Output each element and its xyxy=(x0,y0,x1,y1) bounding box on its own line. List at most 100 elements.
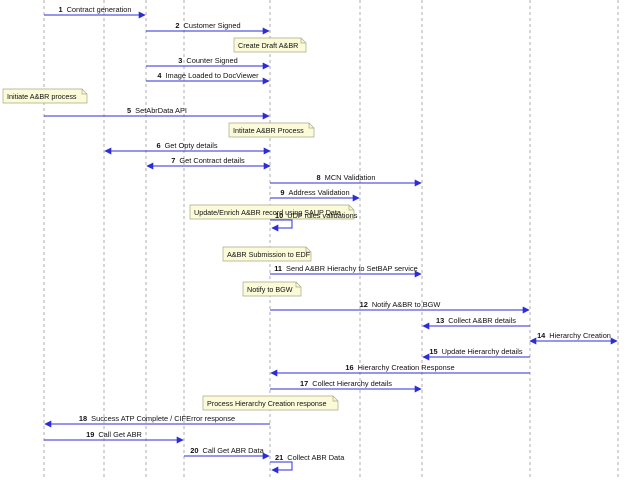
message: 18 Success ATP Complete / CIFError respon… xyxy=(44,414,270,428)
message-label: 9 Address Validation xyxy=(280,188,349,197)
message-number: 21 xyxy=(275,453,283,462)
note-text: Create Draft A&BR xyxy=(238,41,298,50)
notes: Create Draft A&BR Initiate A&BR processIn… xyxy=(2,37,355,411)
message: 1 Contract generation xyxy=(44,5,146,19)
note-box xyxy=(228,122,315,138)
note: Intitate A&BR Process xyxy=(228,122,315,138)
note-text: Process Hierarchy Creation response xyxy=(207,399,326,408)
note: Update/Enrich A&BR record using SAUP Dat… xyxy=(189,204,355,220)
message-text: Collect ABR Data xyxy=(287,453,345,462)
note-fold xyxy=(308,123,314,129)
message-text: Counter Signed xyxy=(186,56,237,65)
message-label: 13 Collect A&BR details xyxy=(436,316,516,325)
note-fold xyxy=(348,205,354,211)
message-label: 15 Update Hierarchy details xyxy=(429,347,522,356)
message-text: Contract generation xyxy=(67,5,132,14)
note-box xyxy=(242,281,302,297)
message: 15 Update Hierarchy details xyxy=(422,347,530,361)
message-number: 16 xyxy=(345,363,353,372)
note: Create Draft A&BR xyxy=(233,37,307,53)
message-label: 17 Collect Hierarchy details xyxy=(300,379,392,388)
note-text: Initiate A&BR process xyxy=(7,92,77,101)
message-text: MCN Validation xyxy=(325,173,376,182)
note-box xyxy=(2,88,88,104)
message-number: 19 xyxy=(86,430,94,439)
note: Notify to BGW xyxy=(242,281,302,297)
message-text: Address Validation xyxy=(289,188,350,197)
message-number: 11 xyxy=(274,264,282,273)
message-number: 8 xyxy=(317,173,321,182)
message-number: 13 xyxy=(436,316,444,325)
message-label: 11 Send A&BR Hierachy to SetBAP service xyxy=(274,264,418,273)
message-text: SetAbrData API xyxy=(135,106,187,115)
message-label: 1 Contract generation xyxy=(58,5,131,14)
note-text: Update/Enrich A&BR record using SAUP Dat… xyxy=(194,208,341,217)
message-number: 9 xyxy=(280,188,284,197)
message-number: 14 xyxy=(537,331,546,340)
note-text: Notify to BGW xyxy=(247,285,293,294)
note-box xyxy=(189,204,355,220)
message-text: Get Opty details xyxy=(165,141,218,150)
message-text: Collect Hierarchy details xyxy=(312,379,392,388)
message-text: Get Contract details xyxy=(179,156,245,165)
message-number: 20 xyxy=(190,446,198,455)
note-box xyxy=(222,246,312,262)
message-number: 17 xyxy=(300,379,308,388)
message-number: 18 xyxy=(79,414,87,423)
note-fold xyxy=(295,282,301,288)
note: Process Hierarchy Creation response xyxy=(202,395,339,411)
message-arrow xyxy=(270,461,293,474)
message-text: Image Loaded to DocViewer xyxy=(165,71,259,80)
message: 19 Call Get ABR xyxy=(44,430,184,444)
message: 11 Send A&BR Hierachy to SetBAP service xyxy=(270,264,422,278)
note-text: Intitate A&BR Process xyxy=(233,126,304,135)
lifelines xyxy=(43,0,619,480)
message: 5 SetAbrData API xyxy=(44,106,270,120)
message-text: Hierarchy Creation Response xyxy=(358,363,455,372)
message-text: Success ATP Complete / CIFError response xyxy=(91,414,235,423)
message-number: 4 xyxy=(157,71,162,80)
message-number: 2 xyxy=(175,21,179,30)
note-text: A&BR Submission to EDF xyxy=(227,250,311,259)
note-fold xyxy=(81,89,87,95)
message-label: 7 Get Contract details xyxy=(171,156,245,165)
message: 7 Get Contract details xyxy=(146,156,271,170)
message-text: Send A&BR Hierachy to SetBAP service xyxy=(286,264,418,273)
note-fold xyxy=(305,247,311,253)
message: 13 Collect A&BR details xyxy=(422,316,530,330)
message-number: 12 xyxy=(360,300,368,309)
message-number: 5 xyxy=(127,106,131,115)
message-text: Collect A&BR details xyxy=(448,316,516,325)
message-label: 19 Call Get ABR xyxy=(86,430,142,439)
message-text: Call Get ABR xyxy=(98,430,142,439)
note-fold xyxy=(300,38,306,44)
note-fold xyxy=(332,396,338,402)
message: 16 Hierarchy Creation Response xyxy=(270,363,530,377)
message-label: 16 Hierarchy Creation Response xyxy=(345,363,454,372)
message-number: 1 xyxy=(58,5,62,14)
message-number: 15 xyxy=(429,347,437,356)
message-text: Hierarchy Creation xyxy=(549,331,611,340)
message: 8 MCN Validation xyxy=(270,173,422,187)
message: 21 Collect ABR Data xyxy=(270,453,345,474)
message-label: 5 SetAbrData API xyxy=(127,106,187,115)
message-text: Update Hierarchy details xyxy=(442,347,523,356)
message-number: 3 xyxy=(178,56,182,65)
message-number: 7 xyxy=(171,156,175,165)
note: Initiate A&BR process xyxy=(2,88,88,104)
